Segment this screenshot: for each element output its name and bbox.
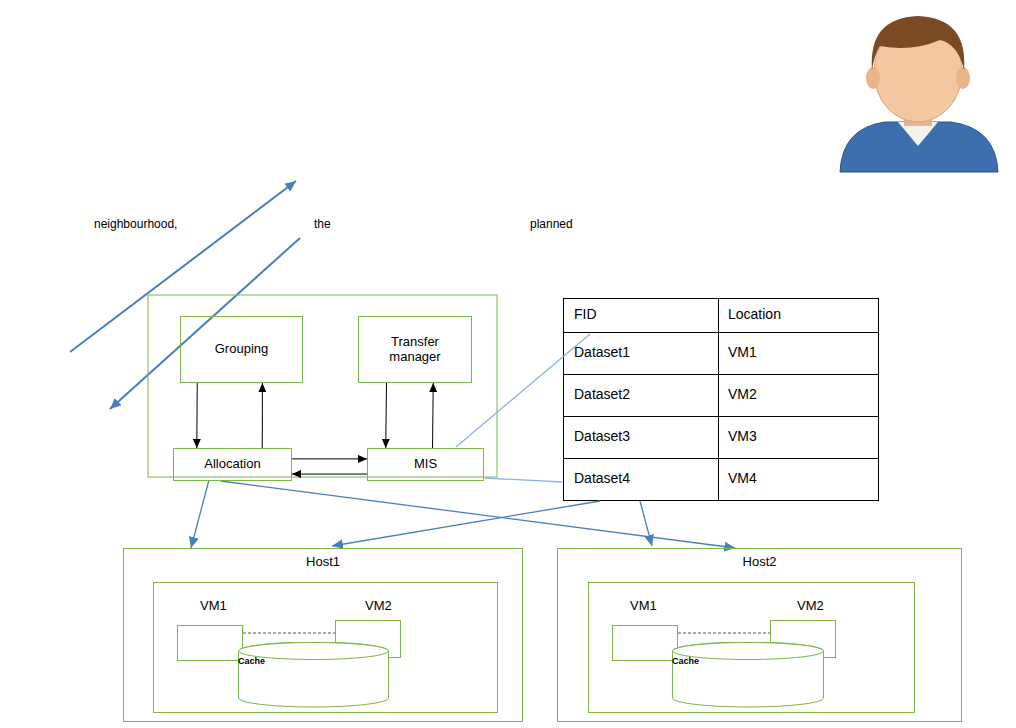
vm-group-box: Cache VM1 VM2 <box>153 582 498 713</box>
table-cell: Dataset3 <box>574 428 630 444</box>
connector-arrow <box>385 383 387 448</box>
leader-line <box>485 478 562 482</box>
box-heading: VM1 <box>630 599 657 614</box>
vm-box <box>178 621 836 661</box>
leader-arrow <box>332 501 600 546</box>
vm-group-box: Cache VM1 VM2 <box>588 582 915 713</box>
cylinder-outline <box>672 642 824 708</box>
host-box: Cache VM1 VM2 Host1 <box>123 548 523 722</box>
connector-layer <box>191 383 735 548</box>
table-cell: VM3 <box>728 428 757 444</box>
cache-cylinder: Cache <box>672 642 824 708</box>
flow-arrow <box>70 181 296 352</box>
cylinder-outline <box>238 642 389 708</box>
box-label: Grouping <box>215 342 268 357</box>
table-cell: Dataset2 <box>574 386 630 402</box>
box-label: Transfer manager <box>365 335 465 365</box>
process-box: Grouping <box>180 316 303 383</box>
flow-arrow <box>110 238 300 409</box>
connector-arrow <box>196 383 197 448</box>
connector-arrow <box>191 481 209 548</box>
table-cell: FID <box>574 306 597 322</box>
box-heading: VM2 <box>797 599 824 614</box>
person-icon <box>840 16 998 172</box>
table-cell: Location <box>728 306 781 322</box>
box-label: Allocation <box>204 457 260 472</box>
box-heading: Host1 <box>306 555 340 570</box>
leader-arrow <box>640 501 652 546</box>
connector-arrow <box>221 481 736 548</box>
box-heading: VM1 <box>200 599 227 614</box>
table-cell: Dataset4 <box>574 470 630 486</box>
dashed-link <box>243 633 770 634</box>
cache-label: Cache <box>238 656 265 666</box>
connector-arrow <box>292 474 367 475</box>
connector-arrow <box>432 383 434 448</box>
table-cell: VM1 <box>728 344 757 360</box>
caption-word: the <box>314 217 331 231</box>
caption-word: neighbourhood, <box>94 217 177 231</box>
cache-label: Cache <box>672 656 699 666</box>
process-box: Transfer manager <box>358 316 472 383</box>
box-heading: Host2 <box>743 555 777 570</box>
process-box: Allocation <box>173 448 292 481</box>
connector-arrow <box>292 458 367 459</box>
table-cell: VM2 <box>728 386 757 402</box>
module-frame <box>148 295 497 477</box>
location-table <box>563 298 879 501</box>
cylinder-body <box>673 642 824 707</box>
connector-arrow <box>262 383 263 448</box>
table-cell: Dataset1 <box>574 344 630 360</box>
cache-cylinder: Cache <box>238 642 389 708</box>
box-label: MIS <box>414 457 437 472</box>
box-heading: VM2 <box>365 599 392 614</box>
cylinder-body <box>239 642 389 707</box>
table-cell: VM4 <box>728 470 757 486</box>
host-box: Cache VM1 VM2 Host2 <box>557 548 962 722</box>
caption-word: planned <box>530 217 573 231</box>
leader-line <box>456 334 590 447</box>
process-box: MIS <box>367 448 484 481</box>
